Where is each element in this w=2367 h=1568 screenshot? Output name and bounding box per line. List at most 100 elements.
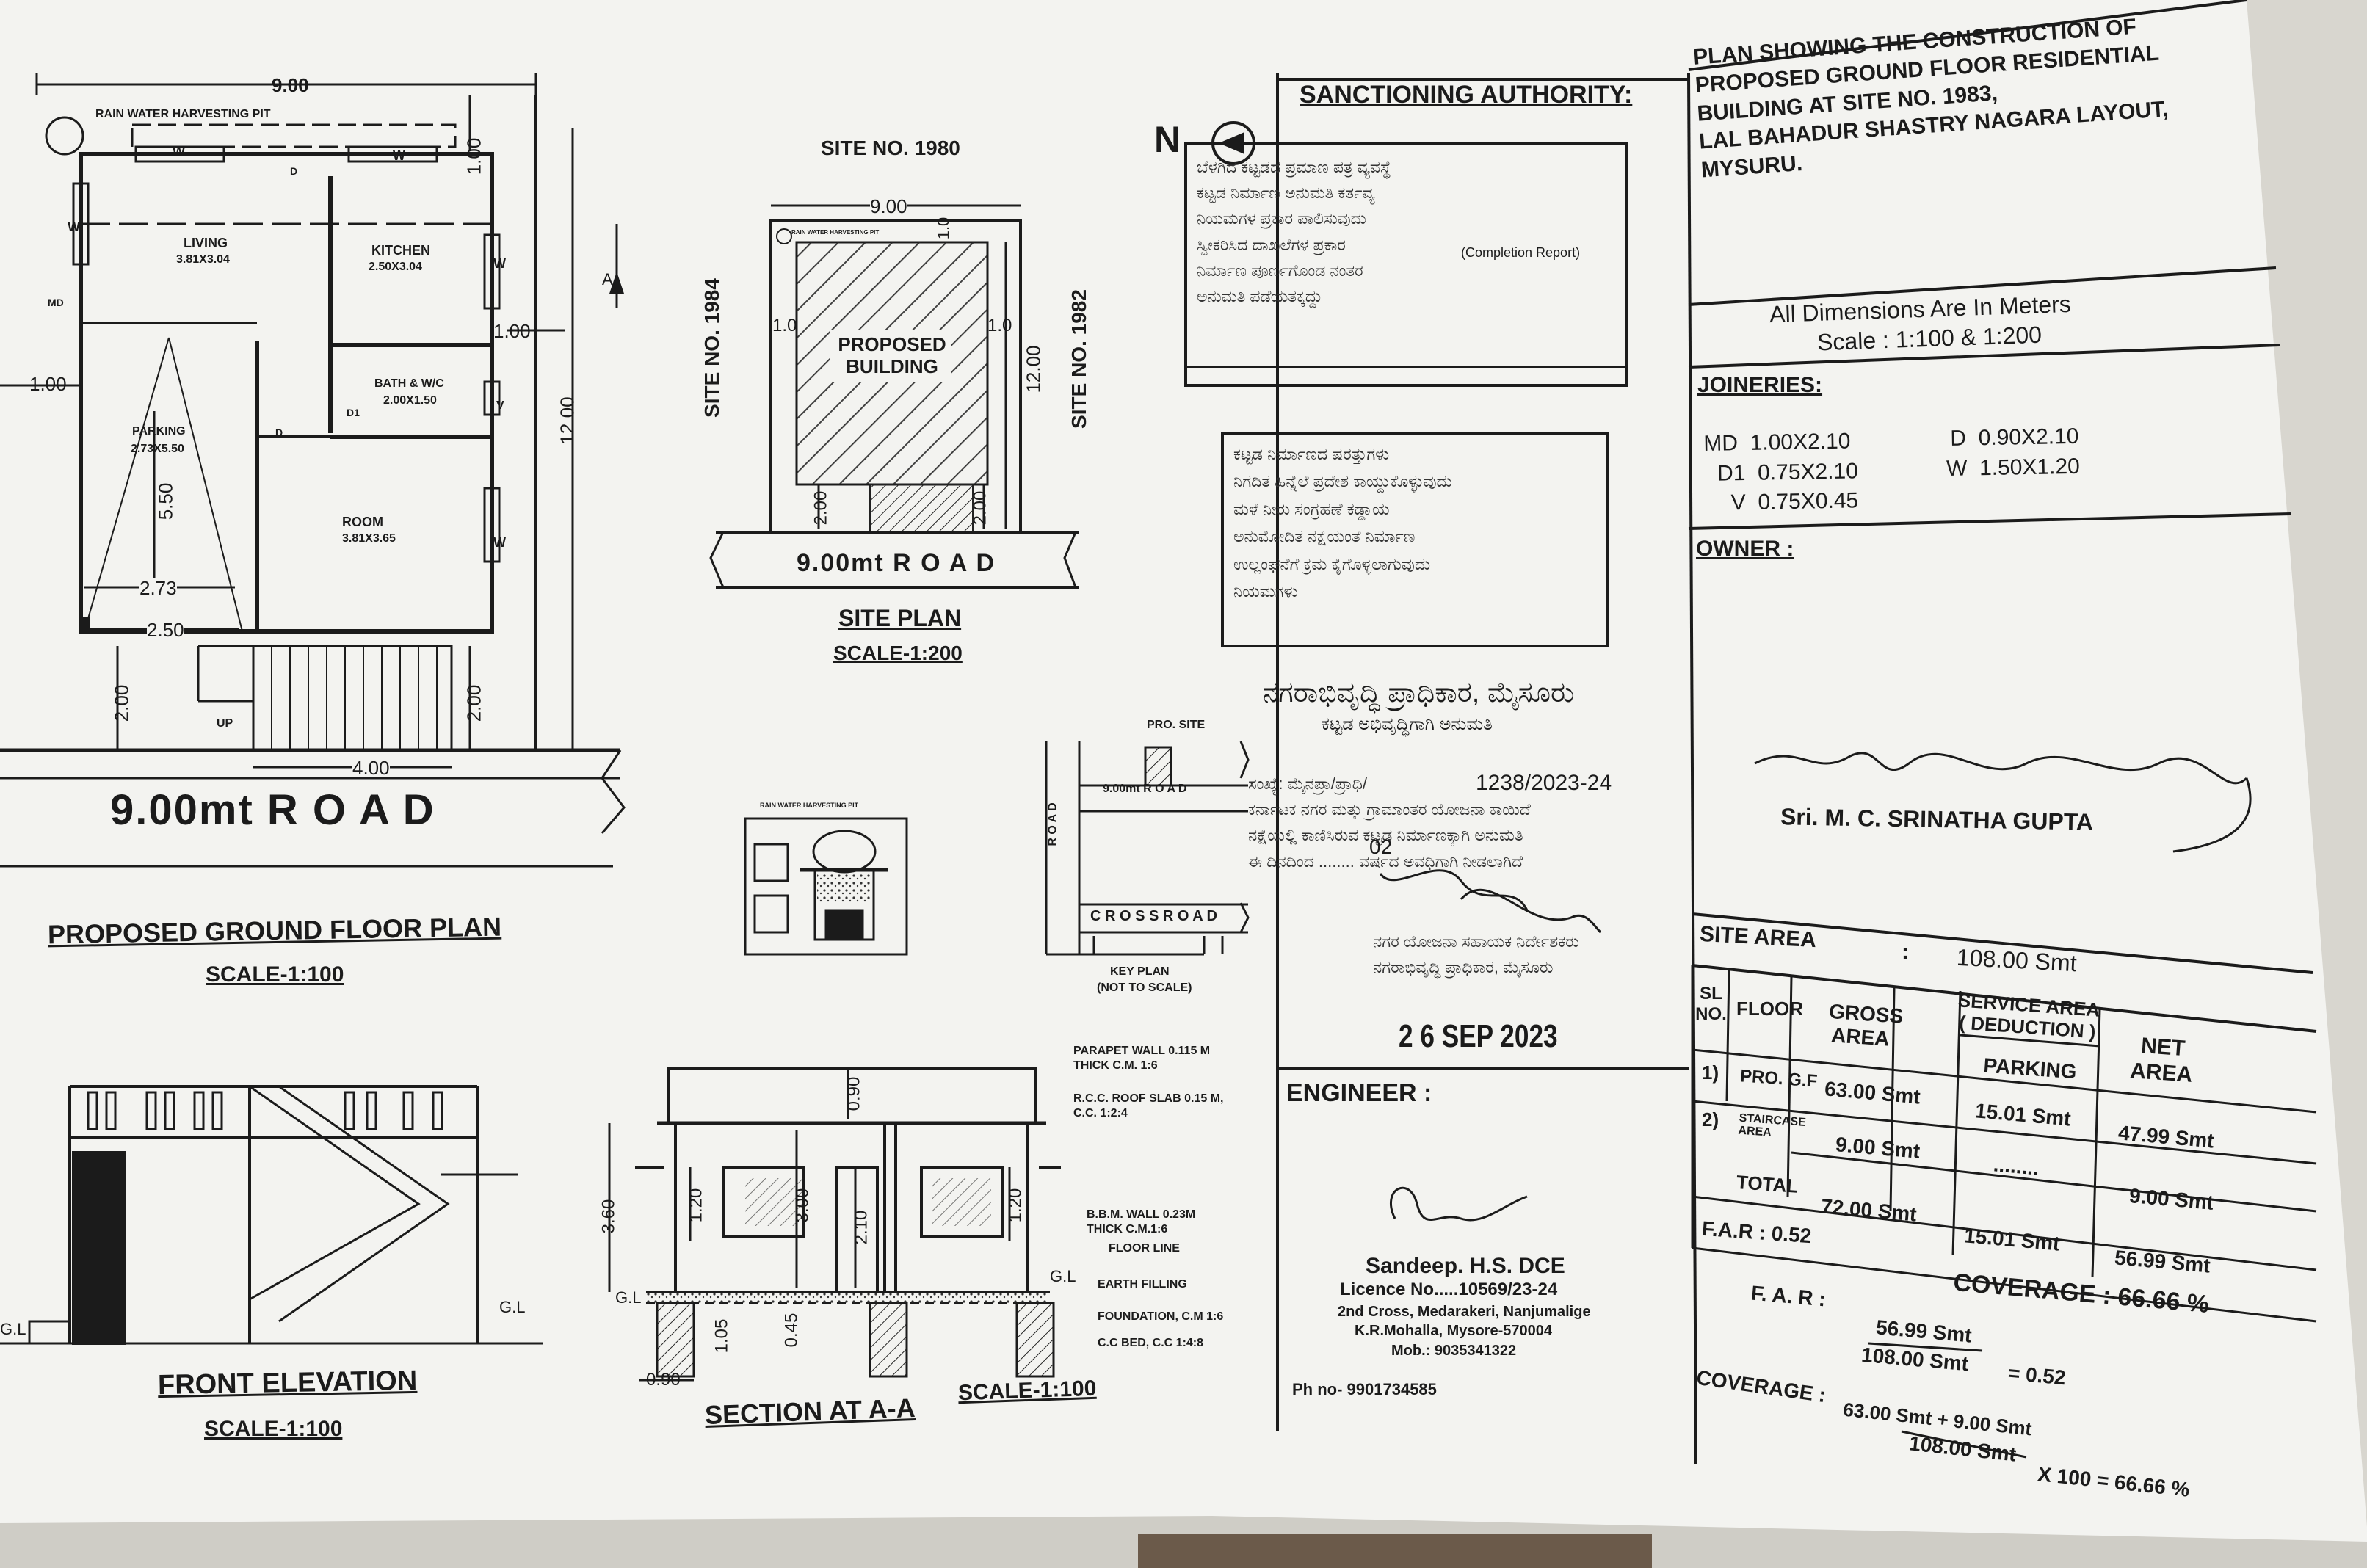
engineer-name: Sandeep. H.S. DCE <box>1366 1254 1565 1278</box>
joinery-d1-code: D1 <box>1717 460 1746 486</box>
site-area-colon: : <box>1902 940 1909 964</box>
sec-parapet-h: 0.90 <box>844 1076 864 1111</box>
joinery-w: W 1.50X1.20 <box>1946 451 2080 484</box>
site-setback-left: 1.0 <box>772 316 797 335</box>
site-front-left: 2.00 <box>811 490 831 526</box>
joinery-d1: D1 0.75X2.10 <box>1704 457 1859 489</box>
elev-gl-right: G.L <box>499 1298 526 1316</box>
joinery-d1-size: 0.75X2.10 <box>1757 458 1859 485</box>
key-cross-road: C R O S S R O A D <box>1090 908 1217 924</box>
front-dim-right: 2.00 <box>463 684 485 722</box>
sec-gl-left: G.L <box>615 1288 642 1307</box>
engineer-signature <box>1390 1186 1528 1222</box>
parking-height-dim: 5.50 <box>154 482 177 520</box>
stamp-completion-report: (Completion Report) <box>1461 245 1581 260</box>
elev-scale: SCALE-1:100 <box>204 1417 343 1441</box>
engineer-mobile: Mob.: 9035341322 <box>1391 1343 1517 1359</box>
owner-heading: OWNER : <box>1696 537 1794 561</box>
sec-foundation-note: FOUNDATION, C.M 1:6 <box>1098 1310 1224 1323</box>
authority-kannada: ನಗರಾಭಿವೃದ್ಧಿ ಪ್ರಾಧಿಕಾರ, ಮೈಸೂರು <box>1263 678 1575 708</box>
th-slno: SL NO. <box>1695 984 1727 1024</box>
door-md-label: MD <box>48 297 64 308</box>
window-w4-label: W <box>493 256 506 271</box>
site-area-value: 108.00 Smt <box>1956 943 2078 977</box>
site-road-label: 9.00mt R O A D <box>797 549 996 577</box>
th-net: NET AREA <box>2129 1033 2194 1087</box>
sanction-date: 2 6 SEP 2023 <box>1399 1018 1558 1054</box>
elev-gl-left: G.L <box>0 1320 26 1338</box>
north-label: N <box>1154 119 1181 160</box>
elevation-lines <box>0 1085 543 1345</box>
site-title: SITE PLAN <box>838 605 962 631</box>
owner-name: Sri. M. C. SRINATHA GUPTA <box>1780 803 2094 835</box>
far-result: = 0.52 <box>2007 1361 2067 1390</box>
floor-plan-lines <box>0 73 626 868</box>
room-living-name: LIVING <box>184 236 228 250</box>
joinery-v-code: V <box>1730 490 1747 515</box>
rwh-pit-label: RAIN WATER HARVESTING PIT <box>95 108 271 120</box>
joinery-md-size: 1.00X2.10 <box>1750 429 1851 455</box>
stamp-kannada-block: ಬೆಳಗಿದ ಕಟ್ಟಡದ ಪ್ರಮಾಣ ಪತ್ರ ವ್ಯವಸ್ಥೆಕಟ್ಟಡ … <box>1197 158 1391 305</box>
row3-total: TOTAL <box>1736 1171 1799 1197</box>
site-setback-right: 1.0 <box>987 316 1012 335</box>
engineer-address2: K.R.Mohalla, Mysore-570004 <box>1355 1323 1552 1339</box>
joinery-w-code: W <box>1946 455 1968 481</box>
joinery-d-size: 0.90X2.10 <box>1978 424 2079 451</box>
site-no-left: SITE NO. 1984 <box>700 278 723 418</box>
key-road-side: R O A D <box>1046 802 1059 846</box>
sheet-frame <box>1276 0 2317 1465</box>
sec-found-w: 0.90 <box>646 1370 681 1390</box>
dark-floor-strip <box>1138 1534 1652 1568</box>
door-d1-label: D1 <box>347 407 360 418</box>
site-width-dim: 9.00 <box>870 195 907 217</box>
room-room-size: 3.81X3.65 <box>342 532 396 545</box>
room-bath-name: BATH & W/C <box>374 377 444 390</box>
plan-side-setback: 1.00 <box>493 320 531 342</box>
sec-slab-note: R.C.C. ROOF SLAB 0.15 M, C.C. 1:2:4 <box>1073 1092 1224 1119</box>
window-w2-label: W <box>393 148 405 163</box>
th-floor: FLOOR <box>1736 998 1803 1020</box>
permit-validity: 02 <box>1369 835 1393 858</box>
key-road-top: 9.00mt R O A D <box>1103 783 1187 795</box>
elev-title: FRONT ELEVATION <box>157 1365 418 1401</box>
plan-scale: SCALE-1:100 <box>206 962 344 987</box>
plan-width-dim: 9.00 <box>272 74 309 96</box>
row2-sl: 2) <box>1702 1108 1719 1130</box>
owner-signature-tail <box>2172 777 2252 853</box>
site-scale: SCALE-1:200 <box>833 642 963 664</box>
room-parking-name: PARKING <box>132 425 186 438</box>
site-depth-dim: 12.00 <box>1022 345 1045 393</box>
sec-earth-note: EARTH FILLING <box>1098 1278 1187 1291</box>
room-kitchen-size: 2.50X3.04 <box>369 261 422 273</box>
permit-ref-no: 1238/2023-24 <box>1476 771 1612 795</box>
room-room-name: ROOM <box>342 515 383 529</box>
sec-title: SECTION AT A-A <box>704 1393 916 1430</box>
planner-kannada-block: ನಗರ ಯೋಜನಾ ಸಹಾಯಕ ನಿರ್ದೇಶಕರುನಗರಾಭಿವೃದ್ಧಿ ಪ… <box>1373 932 1579 977</box>
engineer-phone: Ph no- 9901734585 <box>1292 1380 1437 1398</box>
site-plan-lines <box>709 204 1079 589</box>
section-mark: A <box>602 270 613 288</box>
door-d2-label: D <box>275 427 283 438</box>
key-title: KEY PLAN <box>1110 965 1170 978</box>
site-pit-label: RAIN WATER HARVESTING PIT <box>791 229 880 236</box>
parking-width-1: 2.73 <box>139 577 177 599</box>
joineries-list-2: D 0.90X2.10 W 1.50X1.20 <box>1946 422 2080 484</box>
room-living-size: 3.81X3.04 <box>176 253 230 266</box>
stair-up-label: UP <box>217 717 233 730</box>
parking-width-2: 2.50 <box>147 619 184 641</box>
row2-parking: ........ <box>1992 1153 2040 1180</box>
room-bath-size: 2.00X1.50 <box>383 394 437 407</box>
permission-kannada: ಕಟ್ಟಡ ಅಭಿವೃದ್ಧಿಗಾಗಿ ಅನುಮತಿ <box>1322 714 1493 734</box>
joinery-v: V 0.75X0.45 <box>1704 486 1859 518</box>
sec-window-h1: 1.20 <box>686 1188 706 1223</box>
sec-total-h: 3.60 <box>598 1199 619 1234</box>
plan-front-setback: 1.00 <box>463 137 485 175</box>
sec-floor-h: 3.00 <box>792 1188 813 1223</box>
room-kitchen-name: KITCHEN <box>371 243 430 258</box>
site-setback-top: 1.0 <box>934 217 953 240</box>
engineer-address1: 2nd Cross, Medarakeri, Nanjumalige <box>1338 1304 1591 1320</box>
sanction-stamps <box>1184 142 1628 647</box>
rwh-detail-title: RAIN WATER HARVESTING PIT <box>760 802 859 809</box>
